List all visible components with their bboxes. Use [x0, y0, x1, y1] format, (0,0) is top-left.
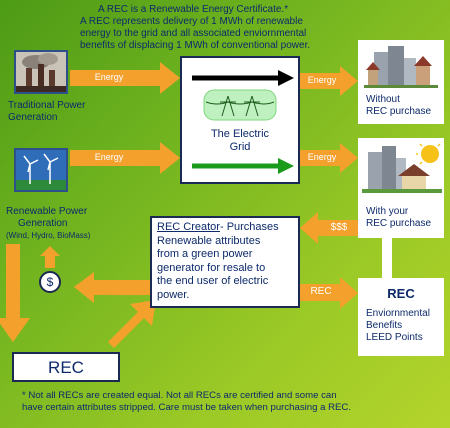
with-rec-box: With your REC purchase: [358, 138, 444, 238]
without-label: Without REC purchase: [366, 94, 431, 118]
header-line-2: A REC represents delivery of 1 MWh of re…: [80, 16, 303, 27]
electric-grid-box: The Electric Grid: [180, 56, 300, 184]
money-label: $$$: [330, 222, 348, 233]
header-line-4: benefits of displacing 1 MWh of conventi…: [80, 40, 311, 51]
rec-arrow: [300, 277, 358, 309]
rec-benefits-list: Enviornmental Benefits LEED Points: [366, 308, 430, 344]
rec-creator-line-5: the end user of electric: [157, 275, 269, 287]
money-arrow: [300, 212, 358, 244]
footnote-line-2: have certain attributes stripped. Care m…: [22, 402, 352, 413]
green-city-icon: [362, 143, 442, 193]
rec-to-creator-arrow: [108, 300, 156, 352]
grid-graphic: [192, 70, 294, 174]
renewable-to-rec-arrow: [0, 244, 30, 342]
energy-label-top-right: Energy: [307, 75, 337, 85]
with-line-1: With your: [366, 206, 409, 217]
rec-benefits-line-1: Enviornmental: [366, 308, 430, 319]
rec-creator-box: REC Creator- Purchases Renewable attribu…: [150, 216, 300, 308]
renewable-line-3: (Wind, Hydro, BioMass): [6, 231, 91, 240]
energy-arrow-top-left: [70, 62, 180, 94]
rec-creator-line-2: Renewable attributes: [157, 234, 261, 247]
energy-arrow-mid-left: [70, 142, 180, 174]
energy-arrow-mid-right: [300, 143, 358, 173]
rec-arrow-label: REC: [310, 286, 332, 297]
rec-creator-line-4: generator for resale to: [157, 261, 266, 274]
currency-icon: $: [39, 271, 61, 293]
rec-creator-title: REC Creator: [157, 221, 220, 233]
power-plant-graphic: [16, 52, 66, 92]
traditional-line-1: Traditional Power: [8, 100, 86, 111]
rec-creator-line-6: power.: [157, 288, 190, 301]
renewable-label: Renewable Power Generation (Wind, Hydro,…: [6, 206, 90, 242]
grid-label: The Electric Grid: [182, 128, 298, 154]
city-icon: [364, 46, 438, 88]
currency-up-arrow: [40, 246, 60, 268]
with-label: With your REC purchase: [366, 206, 431, 230]
header-line-1: A REC is a Renewable Energy Certificate.…: [98, 4, 289, 15]
without-line-1: Without: [366, 94, 400, 105]
header-text: A REC is a Renewable Energy Certificate.…: [80, 4, 380, 52]
rec-creator-line-3: from a green power: [157, 248, 253, 260]
traditional-label: Traditional Power Generation: [8, 100, 85, 124]
footnote: * Not all RECs are created equal. Not al…: [22, 390, 446, 414]
energy-label-mid-right: Energy: [307, 152, 337, 162]
rec-creator-line-1: REC Creator- Purchases: [157, 221, 279, 235]
rec-benefits-line-3: LEED Points: [366, 332, 423, 343]
rec-benefits-box: REC Enviornmental Benefits LEED Points: [358, 278, 444, 356]
rec-box: REC: [12, 352, 120, 382]
traditional-line-2: Generation: [8, 112, 58, 123]
energy-arrow-top-right: [300, 66, 358, 96]
without-line-2: REC purchase: [366, 106, 432, 117]
header-line-3: energy to the grid and all associated en…: [80, 28, 307, 39]
creator-to-currency-arrow: [74, 272, 150, 303]
energy-label-mid-left: Energy: [94, 152, 124, 162]
grid-line-1: The Electric: [210, 128, 270, 140]
without-rec-box: Without REC purchase: [358, 40, 444, 124]
wind-turbine-graphic: [16, 150, 66, 190]
grid-line-2: Grid: [229, 141, 251, 153]
rec-box-label: REC: [48, 358, 84, 377]
energy-label-top-left: Energy: [94, 72, 124, 82]
with-line-2: REC purchase: [366, 218, 432, 229]
wind-turbine-icon: [14, 148, 68, 192]
rec-benefits-line-2: Benefits: [366, 320, 403, 331]
rec-creator-text: REC Creator- Purchases Renewable attribu…: [157, 221, 279, 302]
rec-benefits-title: REC: [387, 286, 415, 301]
rec-creator-line-1-rest: - Purchases: [219, 221, 279, 233]
renewable-line-1: Renewable Power: [6, 206, 88, 217]
renewable-line-2: Generation: [18, 218, 68, 229]
footnote-line-1: * Not all RECs are created equal. Not al…: [22, 390, 337, 401]
power-plant-icon: [14, 50, 68, 94]
